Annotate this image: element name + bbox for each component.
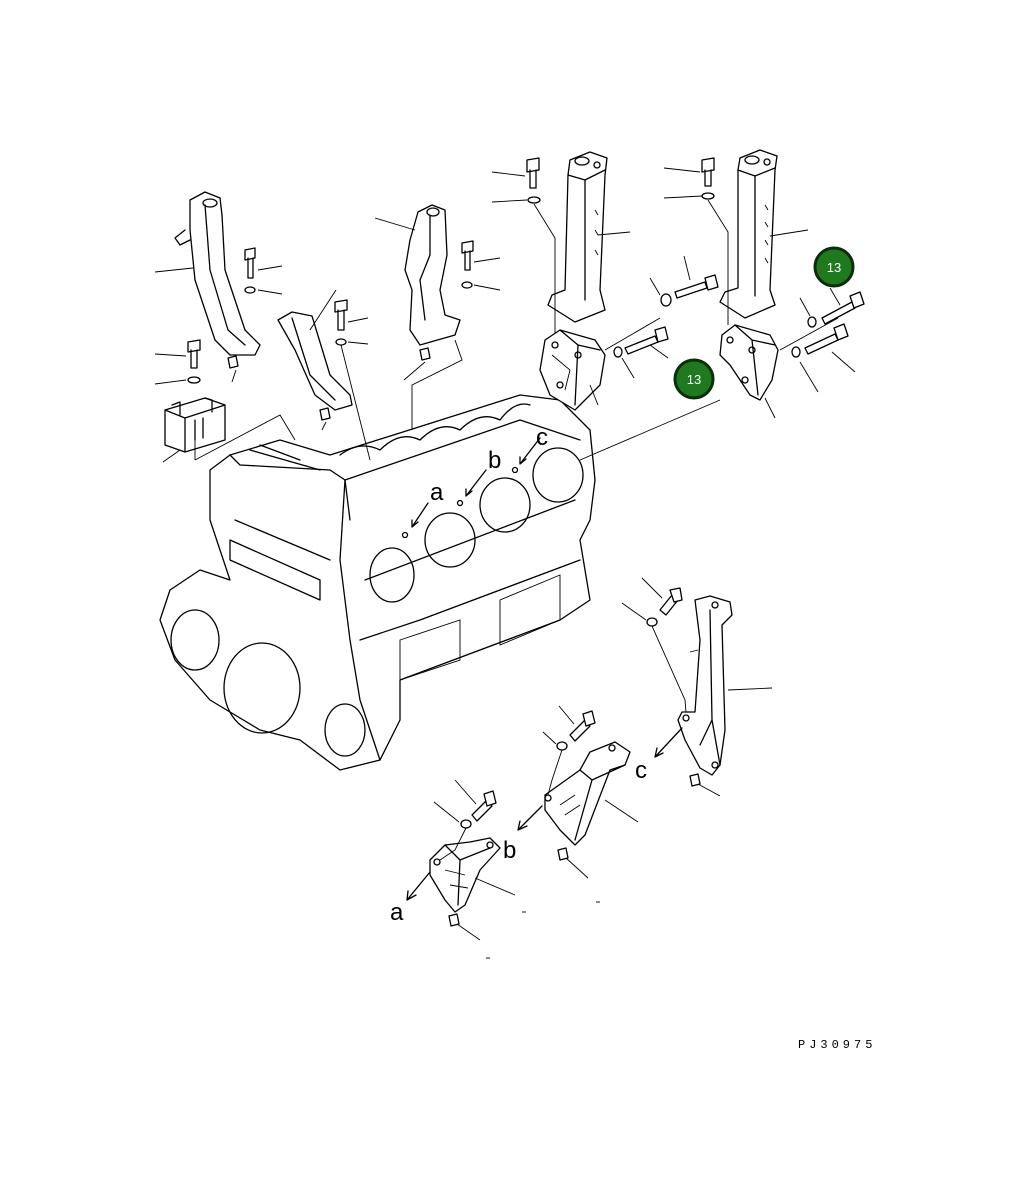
lower-bolt-b — [542, 705, 596, 796]
right-long-bolt-a — [649, 255, 719, 307]
bracket-letter-c: c — [635, 757, 647, 784]
right-bolt-b — [663, 157, 729, 325]
lower-bolt-a — [433, 779, 497, 861]
center-left-bolt — [334, 299, 371, 461]
bracket-letter-b: b — [503, 837, 516, 864]
left-upright-bracket — [154, 191, 261, 356]
left-bolt-lower — [154, 339, 239, 385]
center-upright-bracket — [374, 204, 463, 430]
left-mount-block — [162, 397, 296, 463]
engine-block — [159, 394, 596, 771]
right-column-a — [547, 151, 631, 323]
lower-bolt-c — [621, 577, 687, 713]
reference-badge-1: 13 — [813, 246, 855, 288]
right-mount-b — [719, 324, 779, 419]
center-bolt — [461, 240, 501, 291]
right-short-bolt-a — [604, 317, 669, 379]
right-column-b — [719, 149, 809, 319]
right-long-bolt-b — [799, 287, 865, 328]
lower-bracket-c — [654, 595, 773, 797]
reference-badge-2-text: 13 — [687, 372, 701, 387]
engine-port-letter-b: b — [488, 447, 501, 474]
engine-port-letter-c: c — [536, 424, 548, 451]
bracket-letter-a: a — [390, 899, 404, 926]
engine-port-letter-a: a — [430, 479, 444, 506]
right-mount-a — [539, 329, 721, 461]
center-left-bracket — [277, 289, 353, 431]
right-bolt-a — [491, 157, 556, 340]
drawing-code: PJ30975 — [798, 1038, 876, 1052]
reference-badge-2: 13 — [673, 358, 715, 400]
left-bolt-upper — [244, 247, 283, 295]
lower-bracket-a — [406, 837, 516, 941]
lower-bracket-b — [517, 741, 639, 879]
right-short-bolt-b — [779, 317, 856, 393]
reference-badge-1-text: 13 — [827, 260, 841, 275]
